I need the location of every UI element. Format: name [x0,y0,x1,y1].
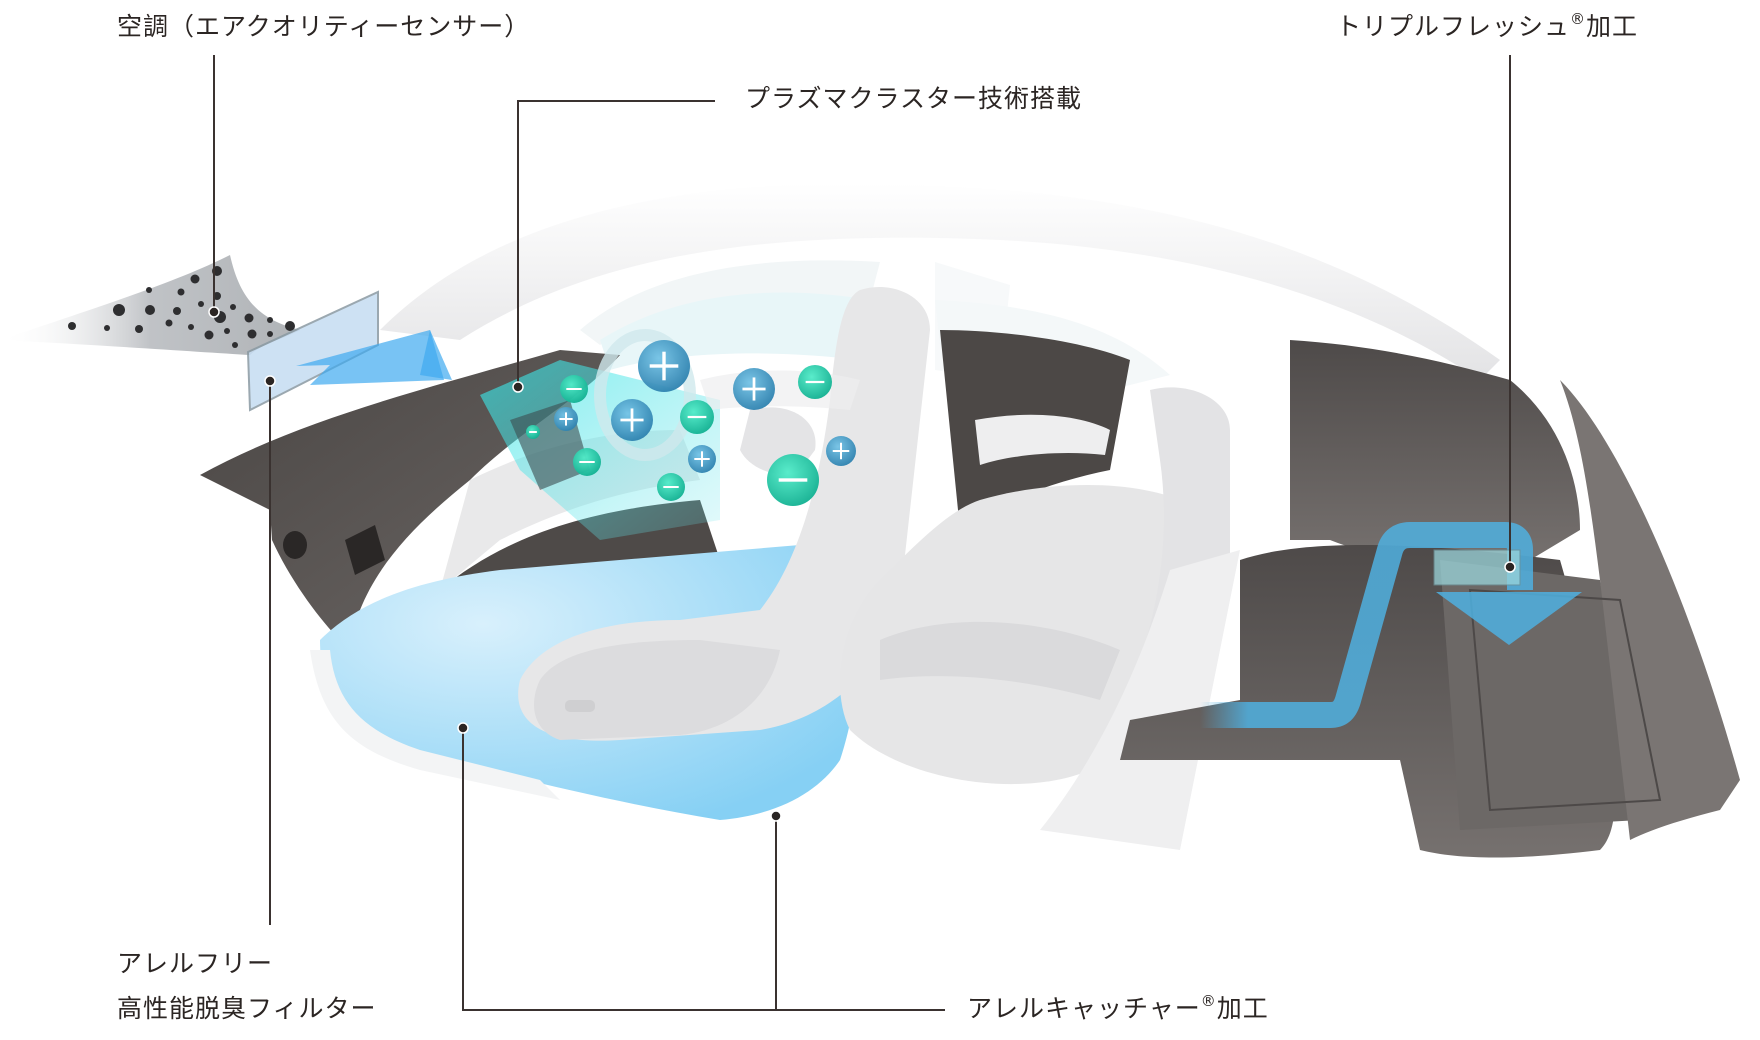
label-text: プラズマクラスター技術搭載 [745,84,1083,113]
label-triple-fresh: トリプルフレッシュ®加工 [1336,12,1639,41]
label-text: トリプルフレッシュ [1336,12,1571,41]
label-allercatcher: アレルキャッチャー®加工 [967,994,1269,1023]
leader-dots [208,306,1516,822]
steering-wheel [594,329,696,461]
cabin-air-filter [246,290,452,412]
label-text-suffix: 加工 [1216,994,1269,1023]
label-text: 高性能脱臭フィルター [117,994,377,1023]
leader-lines [213,55,1511,1011]
negative-ion-icon [680,400,714,434]
negative-ion-icon [798,365,832,399]
label-text: アレルフリー [117,949,274,978]
label-air-conditioning-air-quality-sensor: 空調（エアクオリティーセンサー） [117,14,530,39]
ion-cluster [526,340,856,506]
label-text-suffix: 加工 [1586,12,1639,41]
negative-ion-icon [526,425,540,439]
front-seats [518,286,930,741]
rear-seat [840,387,1240,850]
positive-ion-icon [554,407,578,431]
negative-ion-icon [573,448,601,476]
registered-mark: ® [1200,992,1217,1010]
registered-mark: ® [1570,10,1587,28]
positive-ion-icon [826,436,856,466]
negative-ion-icon [657,473,685,501]
outside-air-particles [0,255,300,355]
positive-ion-icon [611,399,653,441]
label-allerfree-line1: アレルフリー [117,951,273,976]
label-text: アレルキャッチャー [967,994,1201,1023]
negative-ion-icon [560,375,588,403]
label-allerfree-line2: 高性能脱臭フィルター [117,996,377,1021]
leader-line-allercatcher-1 [462,728,945,1011]
positive-ion-icon [733,368,775,410]
label-plasmacluster: プラズマクラスター技術搭載 [745,86,1082,111]
positive-ion-icon [638,340,690,392]
negative-ion-icon [767,454,819,506]
leader-line-plasma [517,100,715,387]
label-text: 空調（エアクオリティーセンサー） [117,12,531,41]
positive-ion-icon [688,445,716,473]
